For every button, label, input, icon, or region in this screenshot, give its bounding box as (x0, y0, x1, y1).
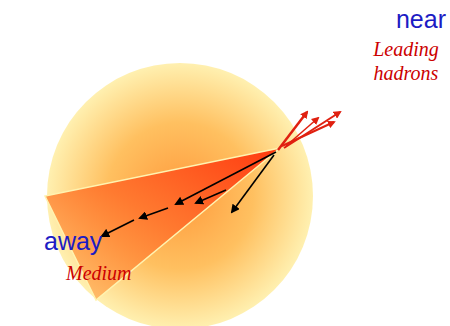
near-arrows (278, 112, 340, 150)
medium-label: Medium (66, 261, 132, 285)
away-label: away (44, 228, 102, 256)
leading-hadrons-label: Leading hadrons (368, 37, 444, 85)
away-cone (45, 148, 280, 300)
away-arrows (102, 152, 276, 236)
near-label: near (396, 6, 446, 34)
